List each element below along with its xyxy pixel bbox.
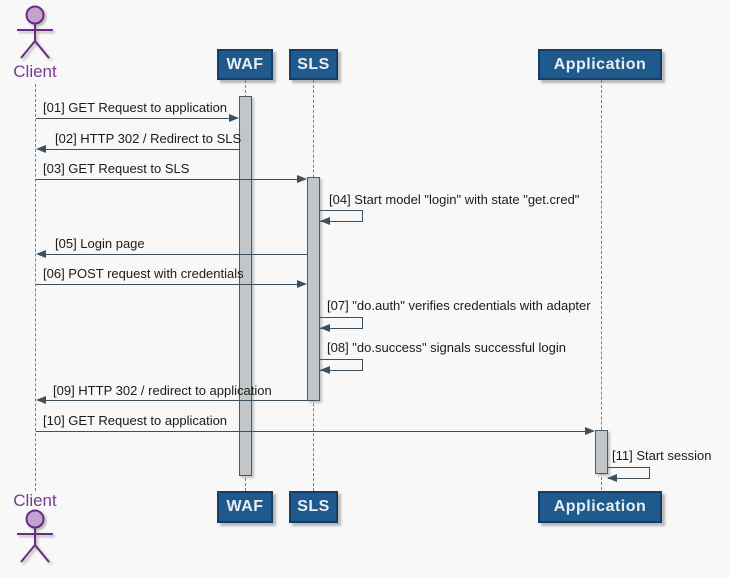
arrowhead-right-icon xyxy=(229,114,239,122)
lifeline-application xyxy=(601,80,602,490)
message-11-self-loop xyxy=(608,467,650,479)
arrowhead-left-icon xyxy=(36,250,46,258)
message-05-label: [05] Login page xyxy=(55,236,145,251)
message-03-line xyxy=(36,179,298,180)
arrowhead-left-icon xyxy=(36,145,46,153)
message-08-label: [08] "do.success" signals successful log… xyxy=(327,340,567,355)
participant-application-bottom: Application xyxy=(538,491,662,523)
actor-icon xyxy=(17,509,53,563)
message-04-self-loop xyxy=(320,210,363,222)
activation-sls xyxy=(307,177,320,401)
arrowhead-left-icon xyxy=(320,324,330,332)
actor-icon xyxy=(17,5,53,59)
message-02-line xyxy=(45,149,239,150)
message-06-label: [06] POST request with credentials xyxy=(43,266,244,281)
message-10-label: [10] GET Request to application xyxy=(43,413,228,428)
message-09-line xyxy=(45,400,313,401)
message-07-label: [07] "do.auth" verifies credentials with… xyxy=(327,298,591,313)
participant-sls-bottom: SLS xyxy=(289,491,338,523)
participant-waf-bottom: WAF xyxy=(217,491,273,523)
message-06-line xyxy=(36,284,298,285)
message-05-line xyxy=(45,254,307,255)
participant-sls-top: SLS xyxy=(289,49,338,80)
message-01-line xyxy=(36,118,230,119)
message-04-label: [04] Start model "login" with state "get… xyxy=(329,192,580,207)
lifeline-client xyxy=(35,84,36,491)
message-02-label: [02] HTTP 302 / Redirect to SLS xyxy=(55,131,242,146)
activation-waf xyxy=(239,96,252,476)
arrowhead-left-icon xyxy=(320,217,330,225)
arrowhead-right-icon xyxy=(297,175,307,183)
participant-waf-top: WAF xyxy=(217,49,273,80)
arrowhead-right-icon xyxy=(297,280,307,288)
participant-application-top: Application xyxy=(538,49,662,80)
arrowhead-left-icon xyxy=(607,474,617,482)
message-11-label: [11] Start session xyxy=(612,448,712,463)
message-09-label: [09] HTTP 302 / redirect to application xyxy=(53,383,272,398)
arrowhead-left-icon xyxy=(36,396,46,404)
arrowhead-left-icon xyxy=(320,366,330,374)
actor-label-bottom: Client xyxy=(13,491,57,510)
message-01-label: [01] GET Request to application xyxy=(43,100,228,115)
message-08-self-loop xyxy=(320,359,363,371)
message-07-self-loop xyxy=(320,317,363,329)
activation-application xyxy=(595,430,608,474)
arrowhead-right-icon xyxy=(585,427,595,435)
message-10-line xyxy=(36,431,586,432)
message-03-label: [03] GET Request to SLS xyxy=(43,161,190,176)
actor-label-top: Client xyxy=(13,62,57,81)
